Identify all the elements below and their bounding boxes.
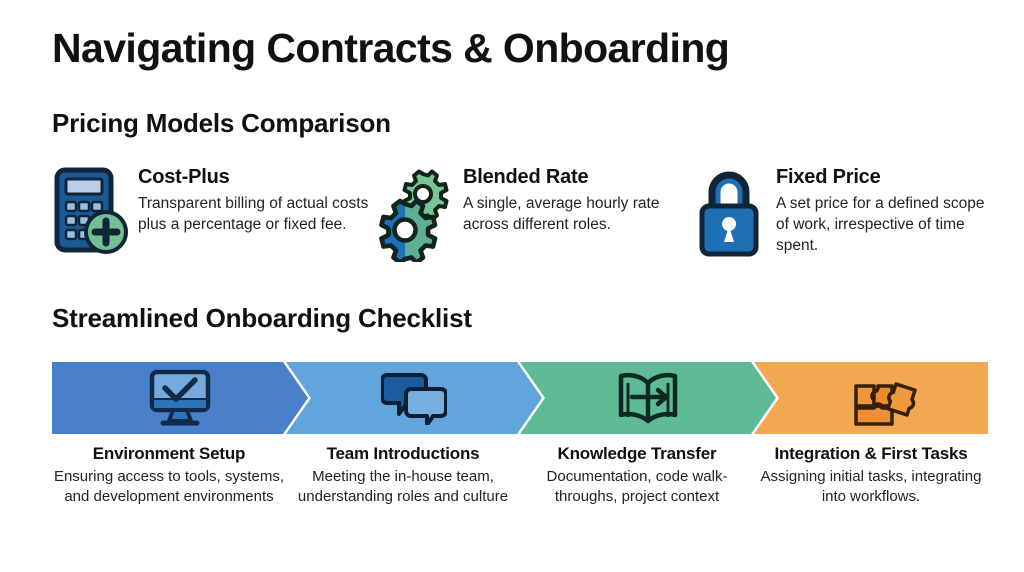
step-caption-1: Environment Setup Ensuring access to too… bbox=[52, 444, 286, 506]
step-label: Integration & First Tasks bbox=[774, 444, 968, 463]
step-label: Team Introductions bbox=[326, 444, 480, 463]
pricing-card-title: Blended Rate bbox=[463, 166, 589, 188]
pricing-models-row: Cost-Plus Transparent billing of actual … bbox=[52, 162, 992, 287]
step-caption-3: Knowledge Transfer Documentation, code w… bbox=[520, 444, 754, 506]
pricing-card-cost-plus: Cost-Plus Transparent billing of actual … bbox=[52, 162, 372, 266]
step-description: Meeting the in-house team, understanding… bbox=[297, 468, 509, 505]
page-title: Navigating Contracts & Onboarding bbox=[52, 25, 730, 71]
open-book-arrow-icon bbox=[520, 362, 782, 434]
pricing-card-title: Cost-Plus bbox=[138, 166, 230, 188]
calculator-plus-icon bbox=[52, 162, 130, 266]
step-description: Documentation, code walk-throughs, proje… bbox=[546, 468, 728, 505]
onboarding-chevron-band bbox=[52, 362, 988, 434]
pricing-section-heading: Pricing Models Comparison bbox=[52, 108, 391, 138]
puzzle-pieces-icon bbox=[754, 362, 1000, 434]
speech-bubbles-icon bbox=[286, 362, 552, 434]
pricing-card-text: Cost-Plus Transparent billing of actual … bbox=[130, 162, 372, 236]
step-caption-2: Team Introductions Meeting the in-house … bbox=[286, 444, 520, 506]
gears-icon bbox=[377, 162, 455, 268]
onboarding-section-heading: Streamlined Onboarding Checklist bbox=[52, 303, 472, 333]
chevron-step-2[interactable] bbox=[286, 362, 542, 434]
pricing-card-text: Fixed Price A set price for a defined sc… bbox=[768, 162, 995, 257]
pricing-card-fixed-price: Fixed Price A set price for a defined sc… bbox=[690, 162, 995, 266]
pricing-card-blended-rate: Blended Rate A single, average hourly ra… bbox=[377, 162, 687, 268]
padlock-icon bbox=[690, 162, 768, 266]
step-description: Ensuring access to tools, systems, and d… bbox=[53, 468, 285, 505]
pricing-card-description: A single, average hourly rate across dif… bbox=[463, 195, 660, 233]
chevron-step-1[interactable] bbox=[52, 362, 308, 434]
step-label: Environment Setup bbox=[92, 444, 246, 463]
monitor-check-icon bbox=[52, 362, 330, 434]
step-caption-4: Integration & First Tasks Assigning init… bbox=[754, 444, 988, 506]
pricing-card-title: Fixed Price bbox=[776, 166, 881, 188]
pricing-card-description: Transparent billing of actual costs plus… bbox=[138, 195, 369, 233]
step-label: Knowledge Transfer bbox=[557, 444, 717, 463]
chevron-step-4[interactable] bbox=[754, 362, 988, 434]
pricing-card-description: A set price for a defined scope of work,… bbox=[776, 195, 985, 254]
step-description: Assigning initial tasks, integrating int… bbox=[760, 468, 982, 505]
onboarding-captions-row: Environment Setup Ensuring access to too… bbox=[52, 444, 988, 544]
pricing-card-text: Blended Rate A single, average hourly ra… bbox=[455, 162, 687, 236]
chevron-step-3[interactable] bbox=[520, 362, 776, 434]
